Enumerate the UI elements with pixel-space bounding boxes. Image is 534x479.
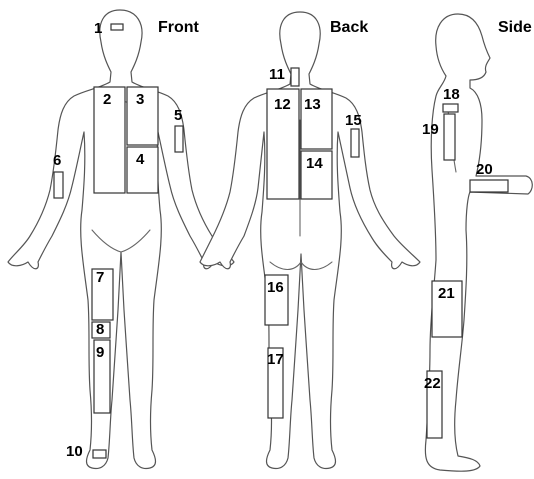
site-5-label: 5 xyxy=(174,107,182,124)
front-view-title: Front xyxy=(158,19,200,36)
site-8-label: 8 xyxy=(96,321,104,338)
site-9-label: 9 xyxy=(96,344,104,361)
site-2-label: 2 xyxy=(103,91,111,108)
back-body-outline xyxy=(200,12,420,469)
site-20-label: 20 xyxy=(476,161,493,178)
site-6-label: 6 xyxy=(53,152,61,169)
site-1-label: 1 xyxy=(94,20,102,37)
front-body-figure xyxy=(8,10,234,469)
site-7-label: 7 xyxy=(96,269,104,286)
site-10-label: 10 xyxy=(66,443,83,460)
site-11-label: 11 xyxy=(269,66,285,83)
site-11-box xyxy=(291,68,299,86)
site-6-box xyxy=(54,172,63,198)
site-13-label: 13 xyxy=(304,96,321,113)
site-15-label: 15 xyxy=(345,112,362,129)
back-body-figure xyxy=(200,12,420,469)
site-18-box xyxy=(443,104,458,112)
site-10-box xyxy=(93,450,106,458)
back-view-title: Back xyxy=(330,19,368,36)
site-17-label: 17 xyxy=(267,351,284,368)
site-1-box xyxy=(111,24,123,30)
site-3-label: 3 xyxy=(136,91,144,108)
site-16-label: 16 xyxy=(267,279,284,296)
side-view-title: Side xyxy=(498,19,532,36)
site-22-label: 22 xyxy=(424,375,441,392)
site-14-label: 14 xyxy=(306,155,323,172)
site-19-label: 19 xyxy=(422,121,439,138)
site-19-box xyxy=(444,114,455,160)
site-5-box xyxy=(175,126,183,152)
site-15-box xyxy=(351,129,359,157)
site-20-box xyxy=(470,180,508,192)
site-4-label: 4 xyxy=(136,151,145,168)
site-12-label: 12 xyxy=(274,96,291,113)
site-21-label: 21 xyxy=(438,285,455,302)
front-body-outline xyxy=(8,10,234,469)
site-18-label: 18 xyxy=(443,86,460,103)
